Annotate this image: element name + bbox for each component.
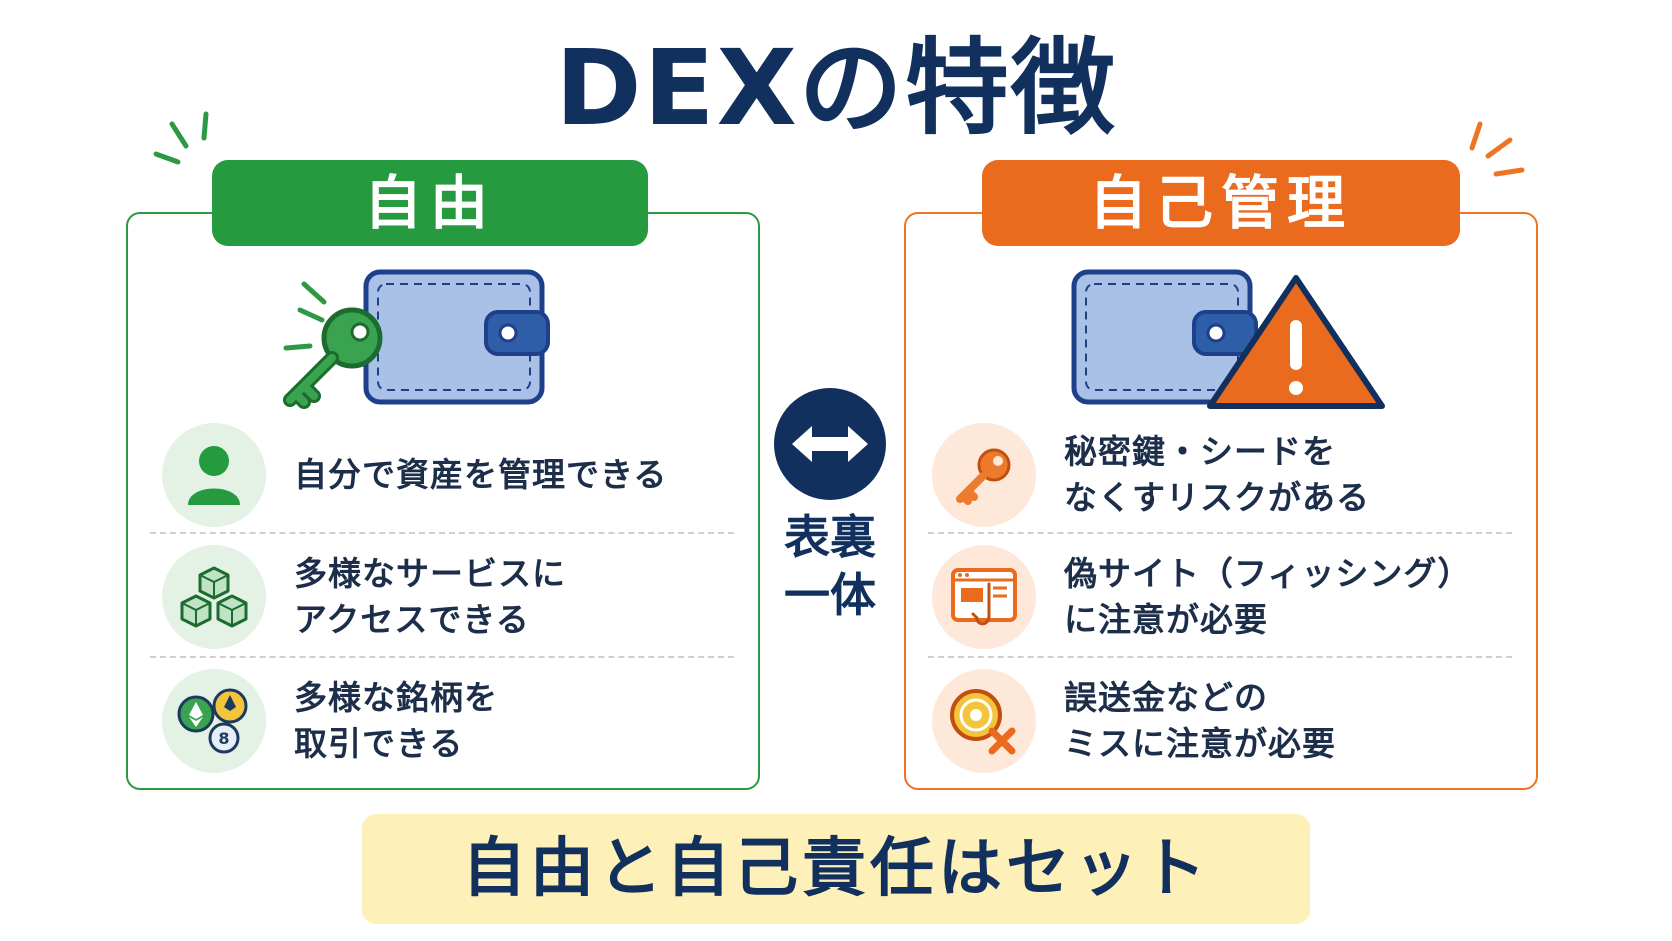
list-item: 秘密鍵・シードを なくすリスクがある — [932, 416, 1370, 534]
wallet-warning-icon — [1071, 269, 1385, 409]
divider — [150, 656, 734, 658]
sparkle-right-icon — [1469, 121, 1525, 177]
divider — [928, 656, 1512, 658]
list-item: 多様なサービスに アクセスできる — [162, 538, 566, 656]
two-sides-label: 表裏 一体 — [784, 510, 876, 622]
key-icon — [932, 423, 1036, 527]
user-icon — [162, 423, 266, 527]
page-title: DEXの特徴 — [555, 27, 1117, 149]
wallet-key-icon — [283, 269, 550, 409]
list-item: 偽サイト（フィッシング） に注意が必要 — [932, 538, 1471, 656]
list-item: 自分で資産を管理できる — [162, 416, 667, 534]
phishing-icon — [932, 545, 1036, 649]
list-item: 8 多様な銘柄を 取引できる — [162, 662, 498, 780]
double-arrow-icon — [774, 388, 886, 500]
self-management-tag: 自己管理 — [982, 160, 1460, 246]
svg-text:8: 8 — [218, 729, 229, 748]
divider — [928, 532, 1512, 534]
freedom-tag: 自由 — [212, 160, 648, 246]
list-item: 誤送金などの ミスに注意が必要 — [932, 662, 1336, 780]
coin-x-icon — [932, 669, 1036, 773]
sparkle-left-icon — [153, 111, 209, 165]
summary-banner: 自由と自己責任はセット — [362, 814, 1310, 924]
divider — [150, 532, 734, 534]
coins-icon: 8 — [162, 669, 266, 773]
cubes-icon — [162, 545, 266, 649]
